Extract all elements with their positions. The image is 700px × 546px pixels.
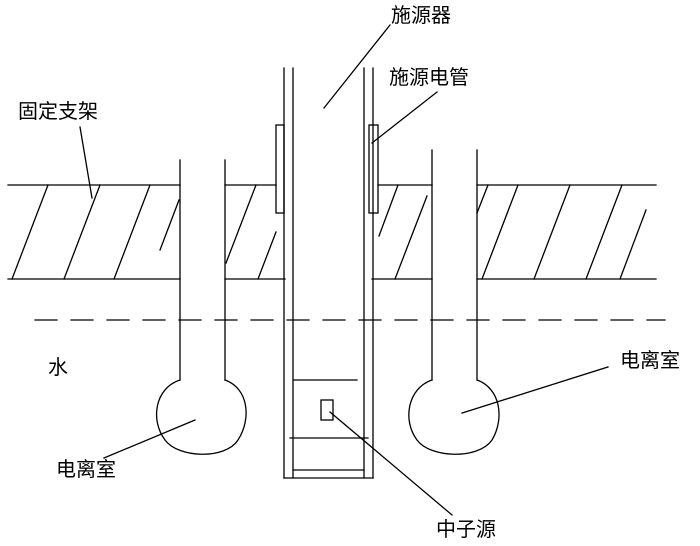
label-water: 水 — [48, 355, 68, 379]
neutron-source-body — [320, 399, 334, 421]
label-ion-chamber-right: 电离室 — [620, 348, 680, 372]
leader-lines — [79, 24, 609, 516]
label-fixed-bracket: 固定支架 — [18, 99, 98, 123]
ion-chamber-right — [408, 149, 500, 455]
label-source-tube: 施源电管 — [389, 65, 469, 89]
label-neutron-source: 中子源 — [436, 517, 496, 541]
label-source-applicator: 施源器 — [391, 3, 451, 27]
label-ion-chamber-left: 电离室 — [56, 457, 116, 481]
source-tube-sleeves — [275, 124, 379, 214]
ion-chamber-left — [155, 159, 247, 455]
bracket-hatching — [11, 184, 647, 280]
fixed-bracket — [7, 184, 657, 280]
inner-details — [289, 379, 369, 471]
source-applicator — [283, 67, 374, 479]
